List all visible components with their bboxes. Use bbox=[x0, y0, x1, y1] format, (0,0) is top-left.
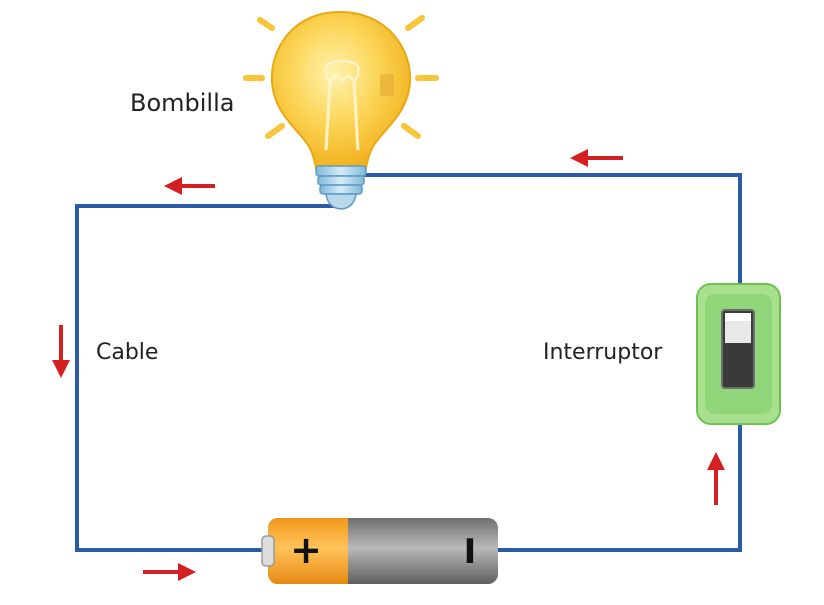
arrow-right-up bbox=[707, 452, 725, 505]
light-bulb bbox=[270, 10, 412, 210]
battery-negative-symbol: I bbox=[464, 532, 477, 572]
battery-positive-section bbox=[268, 518, 348, 584]
bulb-rays bbox=[243, 15, 439, 139]
switch bbox=[696, 283, 781, 425]
arrow-left-down bbox=[52, 325, 70, 378]
arrow-bottom-right bbox=[143, 563, 196, 581]
wire-left bbox=[75, 204, 340, 552]
battery-positive-symbol: + bbox=[290, 528, 322, 572]
battery-terminal bbox=[261, 535, 275, 567]
battery: + I bbox=[261, 518, 498, 584]
cable-label: Cable bbox=[96, 340, 159, 365]
current-arrows bbox=[52, 149, 725, 581]
arrow-top-left bbox=[164, 177, 215, 195]
arrow-top-right bbox=[570, 149, 623, 167]
bulb-base bbox=[315, 165, 367, 210]
bulb-filament bbox=[324, 74, 360, 151]
bulb-label: Bombilla bbox=[130, 89, 235, 117]
wire-top-right bbox=[362, 173, 742, 290]
switch-label: Interruptor bbox=[543, 340, 663, 365]
wire-circuit bbox=[75, 173, 742, 552]
wire-bottom-right bbox=[498, 420, 742, 552]
